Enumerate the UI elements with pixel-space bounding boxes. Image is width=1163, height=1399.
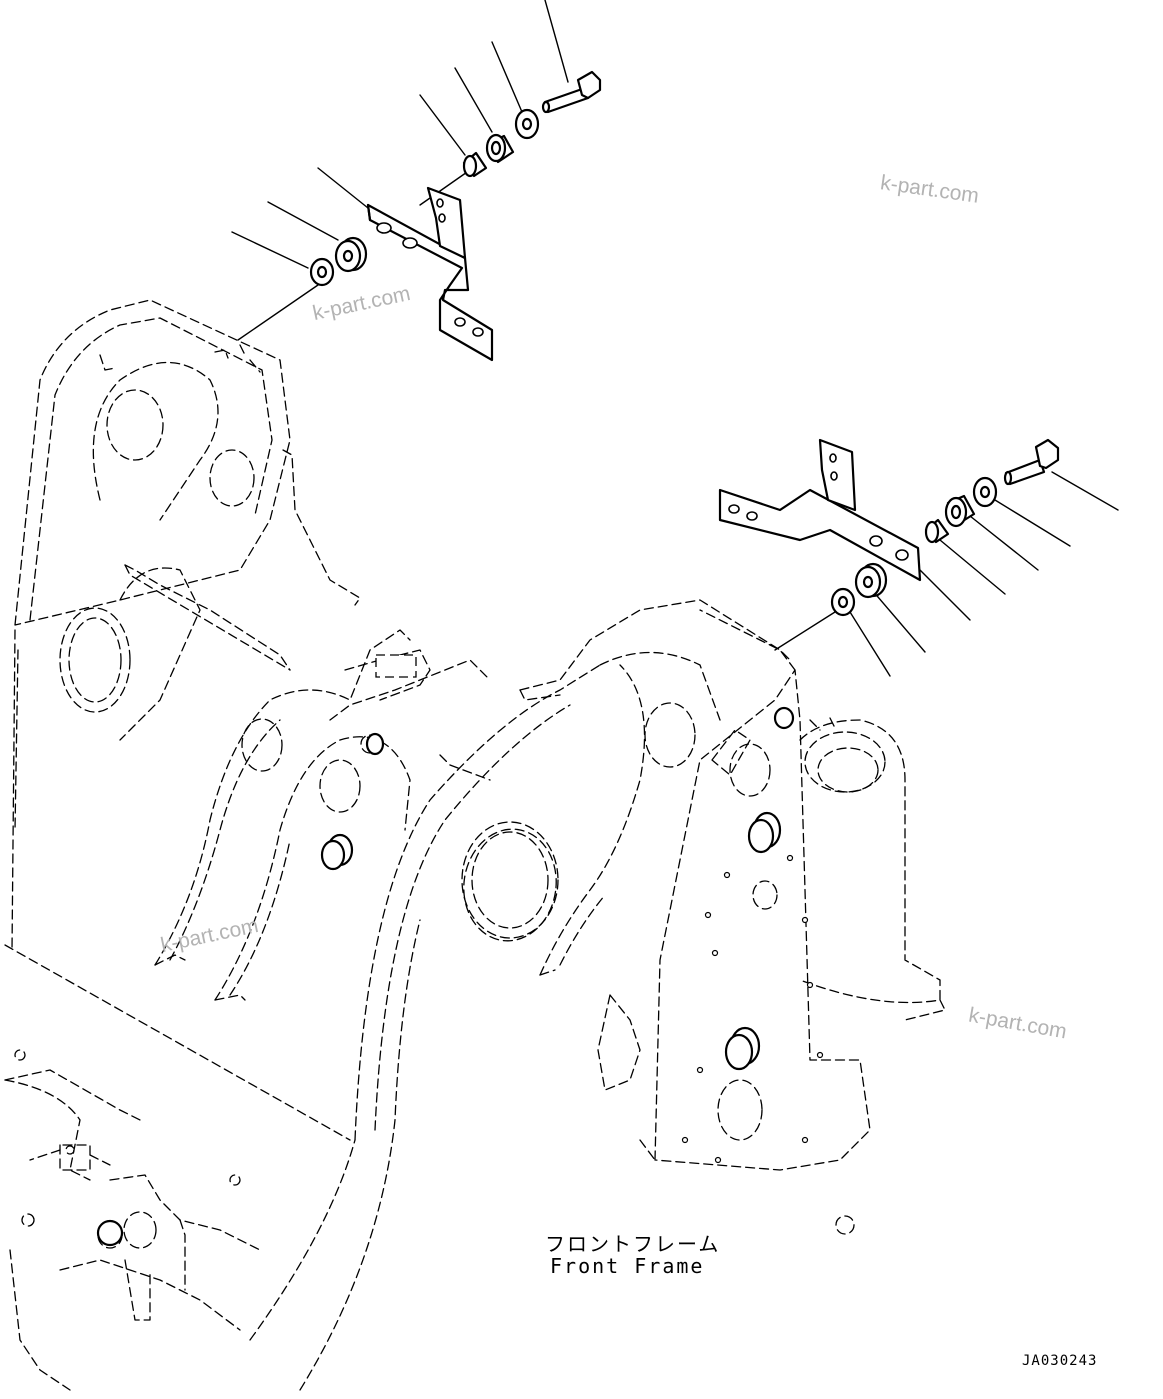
spacer-right bbox=[944, 494, 976, 528]
washer-upper bbox=[514, 108, 540, 140]
washer-lower-upper bbox=[309, 257, 335, 287]
right-bracket-assembly bbox=[718, 438, 1119, 677]
collar-upper bbox=[462, 151, 488, 178]
washer-right bbox=[972, 476, 998, 508]
front-frame-label-japanese: フロントフレーム bbox=[545, 1232, 721, 1256]
washer-lower-right bbox=[830, 587, 856, 617]
collar-right bbox=[924, 518, 950, 544]
bracket-right bbox=[718, 438, 922, 582]
bushing-upper bbox=[334, 236, 368, 273]
bushing-right bbox=[854, 562, 888, 599]
bolt-upper bbox=[541, 70, 602, 114]
upper-bracket-assembly bbox=[231, 0, 602, 362]
bracket-upper bbox=[366, 186, 494, 362]
front-frame-outline bbox=[4, 299, 946, 1391]
front-frame-label-english: Front Frame bbox=[550, 1254, 705, 1278]
bolt-right bbox=[1003, 438, 1060, 486]
spacer-upper bbox=[485, 133, 515, 164]
frame-bosses bbox=[96, 706, 824, 1247]
drawing-code: JA030243 bbox=[1022, 1353, 1098, 1369]
